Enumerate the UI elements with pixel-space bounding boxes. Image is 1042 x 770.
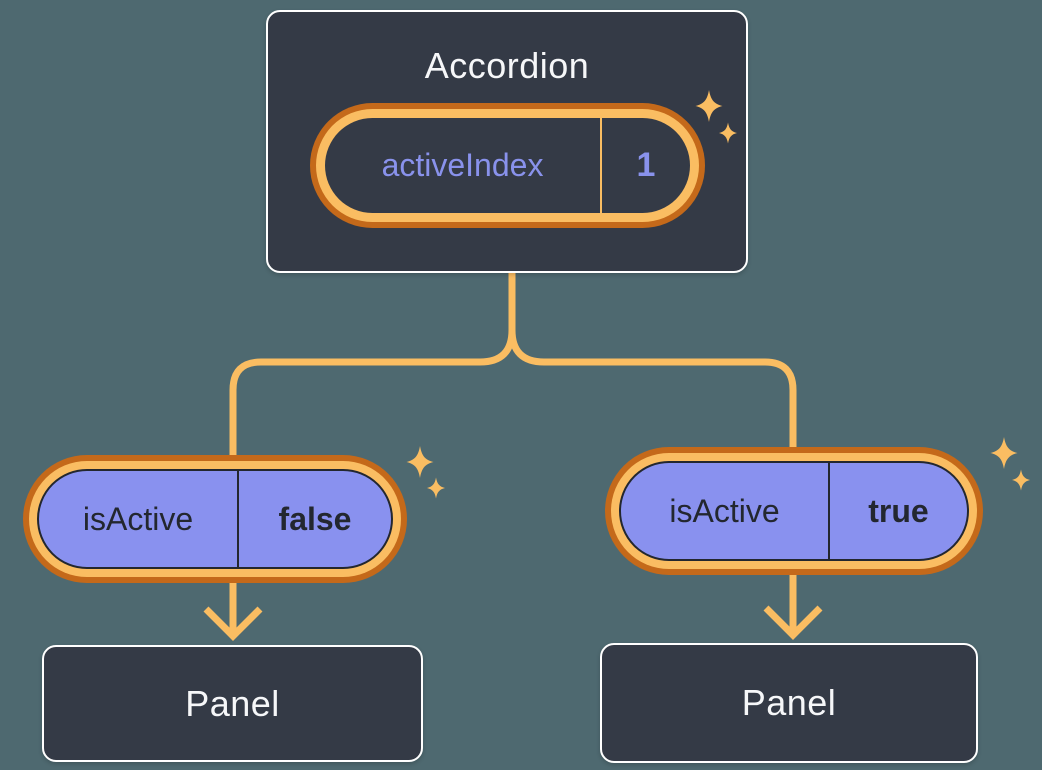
state-name-cell: activeIndex — [325, 118, 602, 213]
accordion-title: Accordion — [424, 45, 590, 86]
prop-value: true — [868, 492, 929, 529]
state-value: 1 — [636, 146, 656, 184]
panel-node-left: Panel — [42, 645, 423, 762]
prop-name: isActive — [669, 492, 780, 529]
sparkle-icon — [1012, 469, 1030, 491]
arrowhead-down-icon — [203, 606, 263, 641]
state-value-cell: 1 — [602, 118, 690, 213]
sparkle-icon — [695, 90, 723, 122]
prop-name-cell: isActive — [39, 471, 239, 567]
sparkle-icon — [990, 437, 1018, 469]
state-pill-body: activeIndex 1 — [325, 118, 690, 213]
arrowhead-down-icon — [763, 605, 823, 640]
prop-value-cell: false — [239, 471, 391, 567]
panel-title: Panel — [741, 682, 837, 723]
sparkle-icon — [406, 446, 434, 478]
prop-pill-glow-ring: isActive false — [29, 461, 401, 577]
accordion-node: Accordion activeIndex 1 — [266, 10, 748, 273]
state-name: activeIndex — [381, 147, 544, 183]
prop-name: isActive — [82, 500, 194, 537]
prop-value: false — [278, 500, 352, 537]
sparkle-icon — [427, 477, 445, 499]
prop-pill-body: isActive true — [619, 461, 969, 561]
prop-value-cell: true — [830, 463, 967, 559]
prop-pill-body: isActive false — [37, 469, 393, 569]
panel-title: Panel — [185, 682, 280, 724]
is-active-prop-pill-right: isActive true — [605, 447, 983, 575]
sparkle-icon — [719, 122, 737, 144]
prop-name-cell: isActive — [621, 463, 830, 559]
prop-pill-glow-ring: isActive true — [611, 453, 977, 569]
connector-right — [508, 273, 797, 635]
panel-node-right: Panel — [600, 643, 978, 763]
is-active-prop-pill-left: isActive false — [23, 455, 407, 583]
state-pill-glow-ring: activeIndex 1 — [316, 109, 699, 222]
active-index-state-pill: activeIndex 1 — [310, 103, 705, 228]
